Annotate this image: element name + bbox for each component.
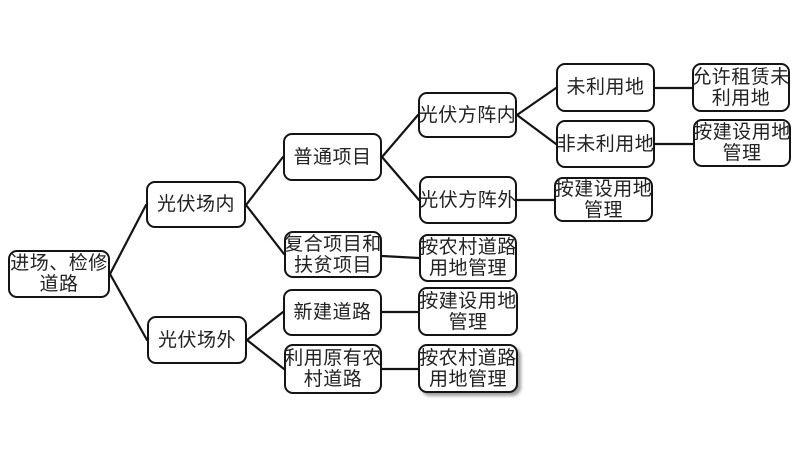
node-construction-land-mgmt-non-unused: 按建设用地 管理 xyxy=(693,119,791,167)
node-pv-array-inside: 光伏方阵内 xyxy=(418,92,517,138)
node-unused-land: 未利用地 xyxy=(556,63,655,112)
edge-ordinary-array-outside xyxy=(380,155,421,202)
edge-root-pv-inside xyxy=(108,203,148,276)
edge-array-inside-non-unused xyxy=(515,113,558,146)
edge-pv-inside-ordinary xyxy=(244,155,285,207)
node-pv-field-inside: 光伏场内 xyxy=(146,181,246,228)
edge-pv-outside-new-road xyxy=(245,310,285,342)
node-construction-land-mgmt-array-outside: 按建设用地 管理 xyxy=(554,177,653,222)
node-construction-land-mgmt-new-road: 按建设用地 管理 xyxy=(418,287,518,336)
edge-root-pv-outside xyxy=(108,272,149,342)
node-pv-array-outside: 光伏方阵外 xyxy=(419,176,517,224)
node-non-unused-land: 非未利用地 xyxy=(556,120,655,168)
node-lease-unused-land: 允许租赁未 利用地 xyxy=(692,63,790,112)
node-rural-road-mgmt-existing: 按农村道路 用地管理 xyxy=(418,344,518,393)
node-entrance-maintenance-roads: 进场、检修 道路 xyxy=(8,250,110,298)
edge-array-inside-unused xyxy=(515,86,558,117)
edge-pv-inside-composite xyxy=(244,203,286,256)
node-existing-rural-road: 利用原有农 村道路 xyxy=(284,344,382,394)
node-new-road: 新建道路 xyxy=(283,289,382,336)
node-composite-poverty-project: 复合项目和 扶贫项目 xyxy=(284,231,382,278)
edge-composite-rural-mgmt xyxy=(380,254,421,260)
node-ordinary-project: 普通项目 xyxy=(283,133,382,181)
edge-pv-outside-existing-road xyxy=(245,338,286,371)
edge-ordinary-array-inside xyxy=(380,113,420,159)
node-pv-field-outside: 光伏场外 xyxy=(147,316,247,364)
node-rural-road-mgmt-composite: 按农村道路 用地管理 xyxy=(419,234,517,282)
